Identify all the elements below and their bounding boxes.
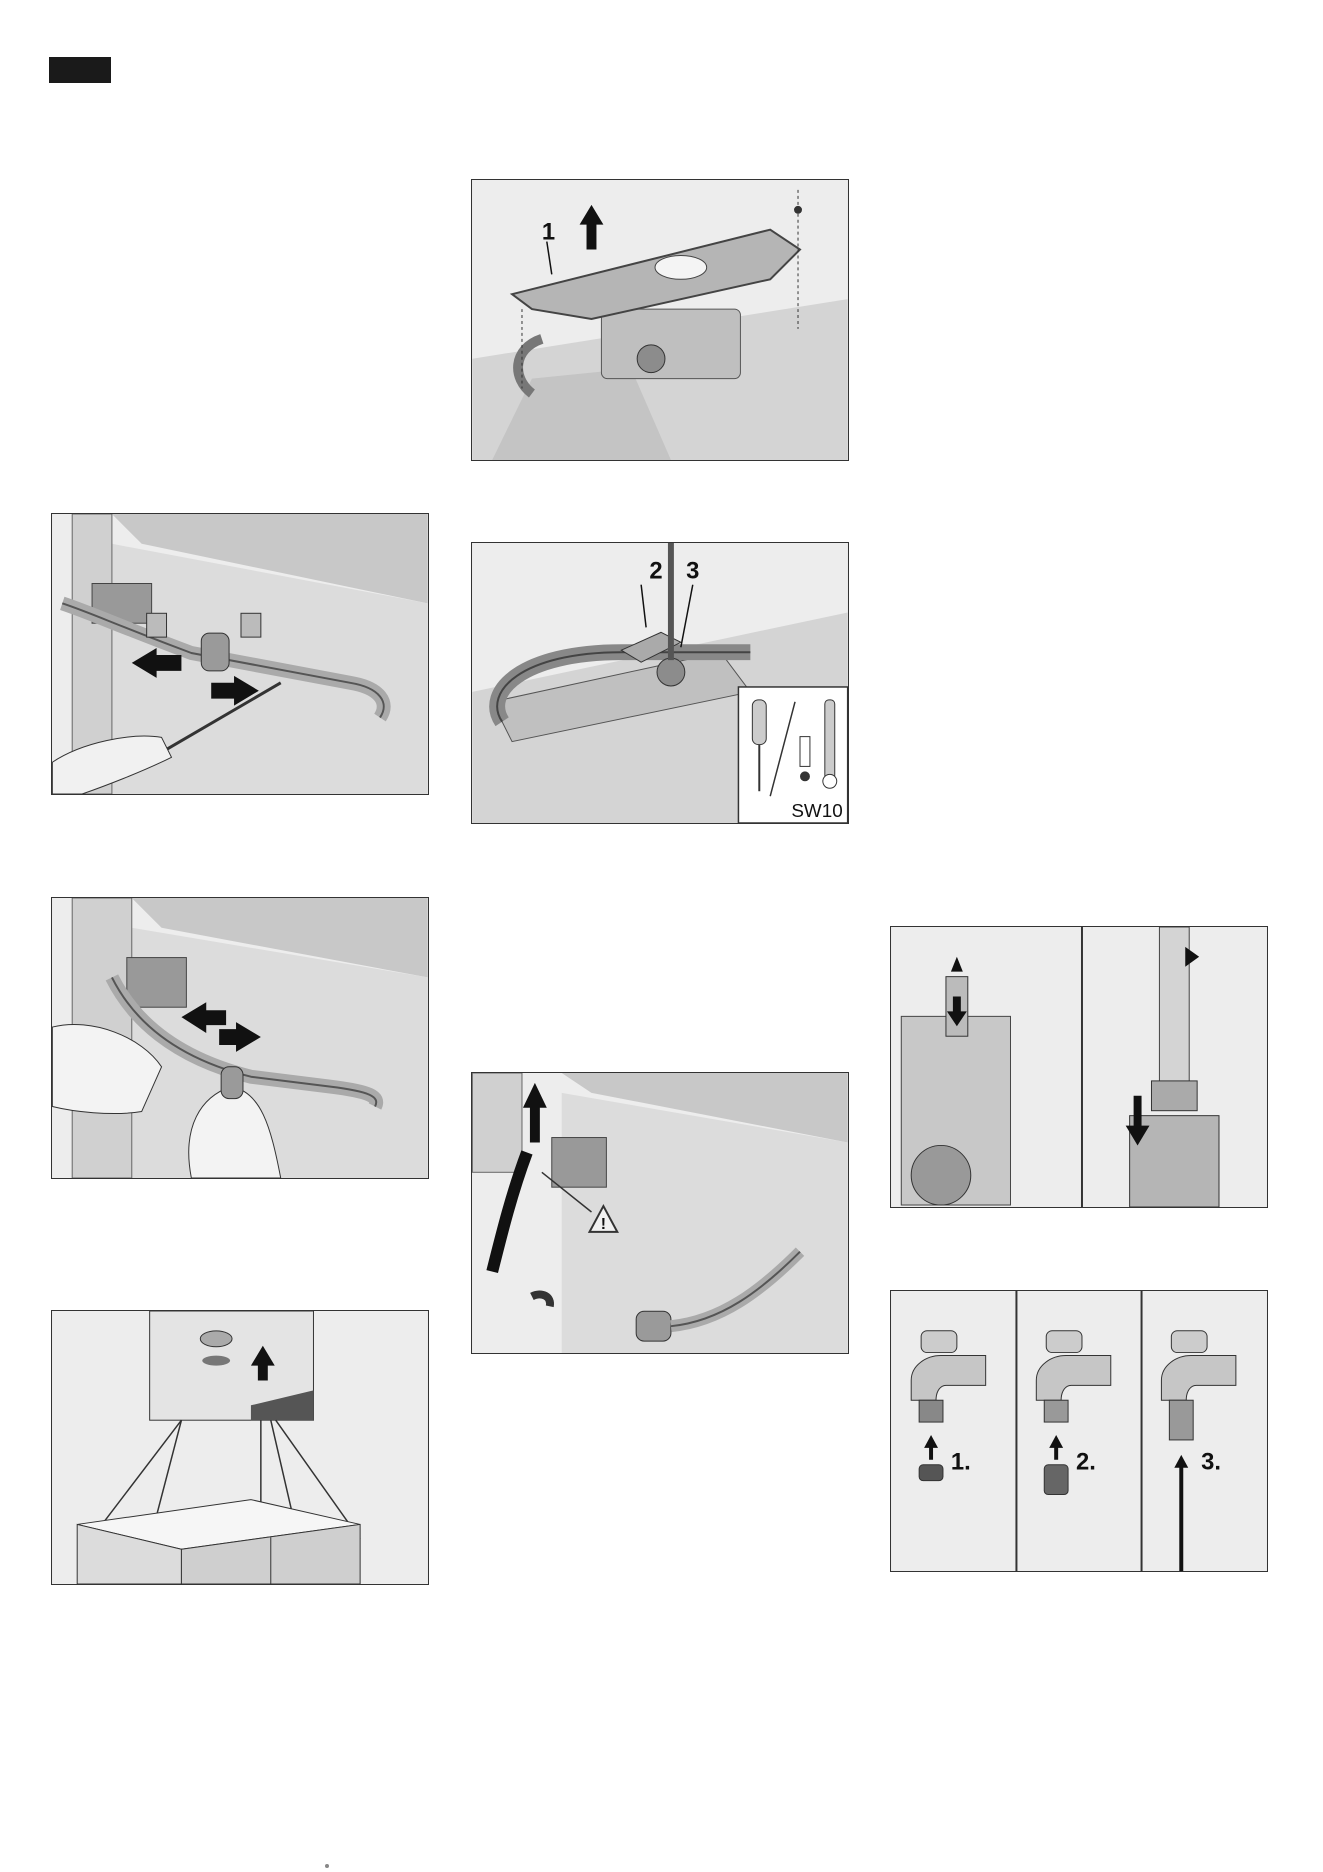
step-3-label: 3. bbox=[1201, 1449, 1221, 1476]
pipe-clip-illustration bbox=[52, 514, 428, 794]
callout-2: 2 bbox=[649, 558, 662, 585]
svg-text:!: ! bbox=[601, 1216, 606, 1233]
figure-pipe-clip-removal bbox=[51, 513, 429, 795]
language-tab-marker bbox=[49, 57, 111, 83]
cover-removal-illustration: 1 bbox=[472, 180, 848, 460]
callout-3: 3 bbox=[686, 558, 699, 585]
cabinet-caps-illustration bbox=[52, 1311, 428, 1584]
figure-tap-adapter-steps: 1. 2. 3. bbox=[890, 1290, 1268, 1572]
tool-size-label: SW10 bbox=[791, 800, 842, 821]
page-footer-mark bbox=[325, 1864, 329, 1868]
step-2-label: 2. bbox=[1076, 1449, 1096, 1476]
figure-pipe-warning: ! bbox=[471, 1072, 849, 1354]
pipe-warning-illustration: ! bbox=[472, 1073, 848, 1353]
step-1-label: 1. bbox=[951, 1449, 971, 1476]
tap-adapter-illustration: 1. 2. 3. bbox=[891, 1291, 1267, 1571]
screw-detail-illustration: 2 3 SW10 bbox=[472, 543, 848, 823]
figure-valve-connection bbox=[890, 926, 1268, 1208]
figure-cabinet-caps bbox=[51, 1310, 429, 1585]
pipe-adjust-illustration bbox=[52, 898, 428, 1178]
figure-screw-detail: 2 3 SW10 bbox=[471, 542, 849, 824]
figure-pipe-adjust-hands bbox=[51, 897, 429, 1179]
callout-1: 1 bbox=[542, 219, 555, 246]
figure-cover-removal: 1 bbox=[471, 179, 849, 461]
valve-connection-illustration bbox=[891, 927, 1267, 1207]
